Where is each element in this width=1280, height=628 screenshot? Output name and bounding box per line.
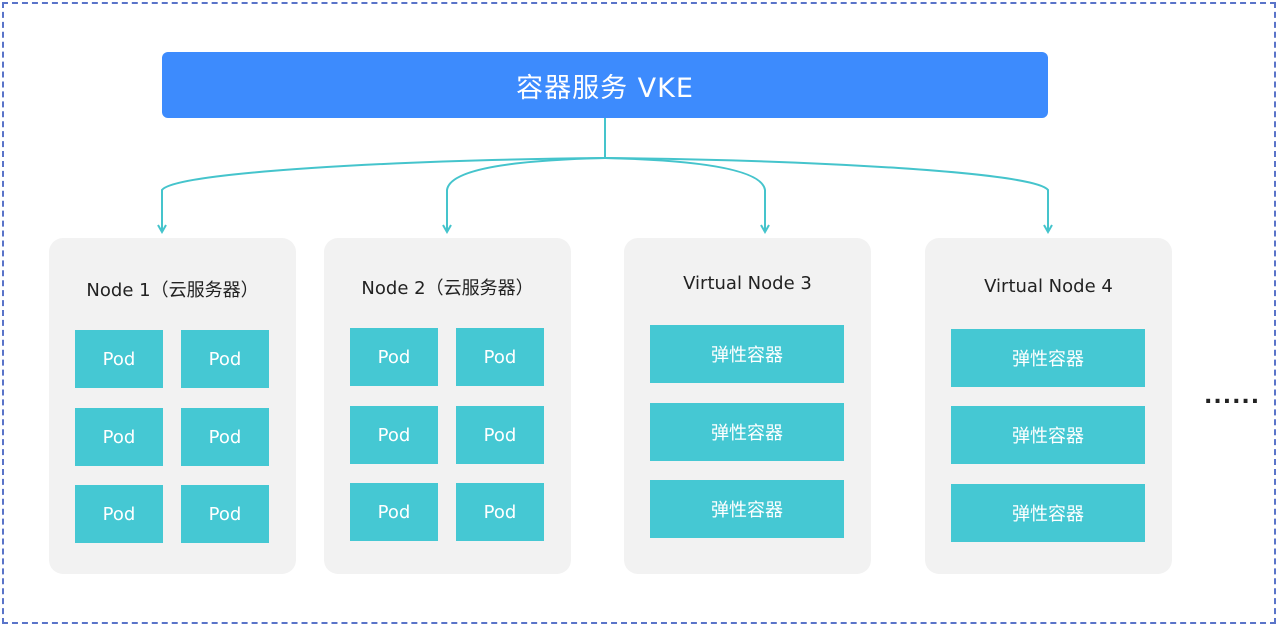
pod-box: Pod	[456, 328, 544, 386]
elastic-container-box: 弹性容器	[650, 325, 844, 383]
pod-box: Pod	[456, 406, 544, 464]
pod-box: Pod	[350, 406, 438, 464]
pod-box: Pod	[350, 328, 438, 386]
more-nodes-ellipsis: ......	[1204, 384, 1261, 409]
connector-node-1	[162, 157, 606, 232]
pod-box: Pod	[181, 485, 269, 543]
pod-box: Pod	[75, 330, 163, 388]
elastic-container-box: 弹性容器	[951, 484, 1145, 542]
pod-box: Pod	[181, 408, 269, 466]
elastic-container-box: 弹性容器	[951, 406, 1145, 464]
connector-node-4	[604, 157, 1048, 232]
pod-box: Pod	[75, 485, 163, 543]
vke-service-title: 容器服务 VKE	[516, 72, 694, 104]
node-1-title: Node 1（云服务器）	[86, 280, 259, 301]
pod-box: Pod	[456, 483, 544, 541]
virtual-node-4-title: Virtual Node 4	[984, 276, 1113, 297]
node-2-title: Node 2（云服务器）	[361, 278, 534, 299]
virtual-node-3-title: Virtual Node 3	[683, 273, 812, 294]
elastic-container-box: 弹性容器	[650, 480, 844, 538]
elastic-container-box: 弹性容器	[951, 329, 1145, 387]
node-1-card: Node 1（云服务器） Pod Pod Pod Pod Pod Pod	[49, 238, 296, 574]
connector-node-2	[447, 157, 606, 232]
elastic-container-box: 弹性容器	[650, 403, 844, 461]
virtual-node-3-card: Virtual Node 3 弹性容器 弹性容器 弹性容器	[624, 238, 871, 574]
pod-box: Pod	[350, 483, 438, 541]
pod-box: Pod	[75, 408, 163, 466]
pod-box: Pod	[181, 330, 269, 388]
vke-service-box: 容器服务 VKE	[162, 52, 1048, 118]
virtual-node-4-card: Virtual Node 4 弹性容器 弹性容器 弹性容器	[925, 238, 1172, 574]
node-2-card: Node 2（云服务器） Pod Pod Pod Pod Pod Pod	[324, 238, 571, 574]
connector-node-3	[604, 157, 765, 232]
